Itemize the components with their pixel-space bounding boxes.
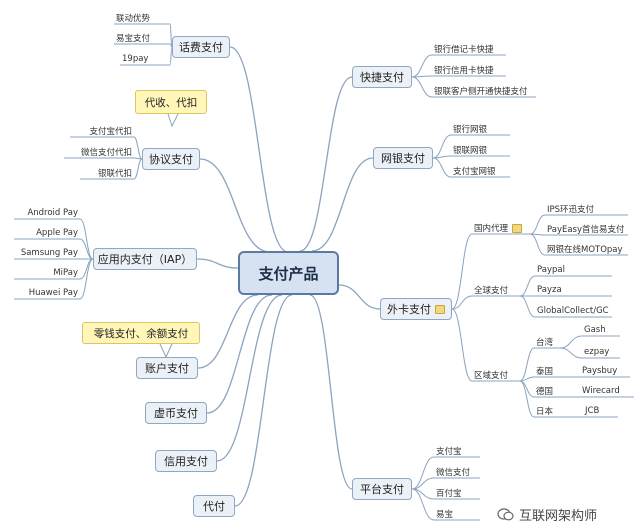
leaf-credit-quick: 银行信用卡快捷 <box>434 66 494 76</box>
note-icon <box>435 304 445 314</box>
topic-foreign[interactable]: 外卡支付 <box>380 298 452 320</box>
leaf-unionpay-quick: 银联客户侧开通快捷支付 <box>434 87 528 97</box>
topic-iap[interactable]: 应用内支付（IAP） <box>93 248 197 270</box>
connector-account <box>197 294 259 369</box>
topic-platform[interactable]: 平台支付 <box>352 478 412 500</box>
leaf-alipay-online: 支付宝网银 <box>453 167 496 177</box>
c <box>79 218 94 260</box>
topic-proxy[interactable]: 代付 <box>193 495 235 517</box>
c <box>79 238 94 260</box>
c <box>432 157 452 178</box>
region-thailand: 泰国 <box>536 367 554 377</box>
topic-account[interactable]: 账户支付 <box>136 357 198 379</box>
connector-foreign <box>338 284 381 310</box>
connector-agreement <box>199 158 271 253</box>
leaf-apple-pay: Apple Pay <box>36 227 78 238</box>
region-japan: 日本 <box>536 407 554 417</box>
leaf-wirecard: Wirecard <box>582 386 620 396</box>
leaf-samsung-pay: Samsung Pay <box>20 247 78 258</box>
topic-virtual[interactable]: 虚币支付 <box>145 402 207 424</box>
leaf-wechat: 微信支付 <box>436 468 471 478</box>
leaf-unionpay-online: 银联网银 <box>453 146 488 156</box>
c <box>529 214 546 235</box>
connector-virtual <box>206 294 273 414</box>
c <box>411 76 433 98</box>
leaf-baifubao: 百付宝 <box>436 489 462 499</box>
sub-domestic-label: 国内代理 <box>474 224 509 234</box>
c <box>432 134 452 159</box>
c <box>133 158 143 180</box>
connector-platform <box>309 294 353 490</box>
leaf-globalcollect: GlobalCollect/GC <box>537 306 609 316</box>
c <box>133 136 143 160</box>
leaf-bank-online: 银行网银 <box>453 125 488 135</box>
c <box>519 347 535 382</box>
leaf-android-pay: Android Pay <box>27 207 78 218</box>
c <box>411 477 435 490</box>
connector-quick <box>299 76 353 252</box>
c <box>411 488 435 521</box>
connector-iap <box>196 258 239 269</box>
c <box>451 233 473 310</box>
c <box>519 380 535 418</box>
leaf-unionpay-deduct: 银联代扣 <box>97 169 132 179</box>
root-node[interactable]: 支付产品 <box>238 251 339 295</box>
c <box>411 456 435 490</box>
watermark-text: 互联网架构师 <box>519 509 598 524</box>
leaf-19pay: 19pay <box>122 54 149 64</box>
callout-pointer <box>167 113 179 128</box>
leaf-wechat-deduct: 微信支付代扣 <box>80 148 132 158</box>
connector-phone-pay <box>229 46 289 253</box>
c <box>411 54 433 78</box>
leaf-payza: Payza <box>537 285 562 295</box>
sub-global: 全球支付 <box>474 286 509 296</box>
topic-agreement[interactable]: 协议支付 <box>142 148 200 170</box>
region-germany: 德国 <box>536 387 554 397</box>
sub-regional: 区域支付 <box>474 371 509 381</box>
leaf-yibao: 易宝支付 <box>116 34 151 44</box>
leaf-yibao-platform: 易宝 <box>436 510 454 520</box>
c <box>559 347 583 359</box>
callout-pointer <box>159 343 173 359</box>
leaf-liandong: 联动优势 <box>116 14 151 24</box>
leaf-alipay-deduct: 支付宝代扣 <box>89 127 132 137</box>
leaf-alipay: 支付宝 <box>436 447 462 457</box>
leaf-paypal: Paypal <box>537 265 565 275</box>
leaf-huawei-pay: Huawei Pay <box>28 287 78 298</box>
topic-netbank[interactable]: 网银支付 <box>373 147 433 169</box>
leaf-mipay: MiPay <box>53 267 78 278</box>
leaf-ezpay: ezpay <box>584 347 610 357</box>
watermark: 互联网架构师 <box>497 505 597 524</box>
c <box>529 233 546 256</box>
c <box>519 295 536 318</box>
sub-domestic: 国内代理 <box>472 222 532 234</box>
c <box>519 275 536 297</box>
leaf-gash: Gash <box>584 325 606 335</box>
region-taiwan: 台湾 <box>536 338 554 348</box>
leaf-payeasy: PayEasy首信易支付 <box>547 225 625 235</box>
c <box>79 258 94 300</box>
connector-netbank <box>311 157 374 252</box>
c <box>169 46 173 66</box>
leaf-ips: IPS环迅支付 <box>547 205 595 215</box>
c <box>451 295 473 310</box>
wechat-icon <box>497 508 514 521</box>
connector-credit <box>216 294 283 462</box>
callout-account: 零钱支付、余额支付 <box>82 322 200 344</box>
c <box>451 308 473 382</box>
note-icon <box>512 223 523 233</box>
leaf-debit-quick: 银行借记卡快捷 <box>434 45 494 55</box>
callout-agreement: 代收、代扣 <box>135 90 207 114</box>
leaf-jcb: JCB <box>585 406 600 416</box>
topic-quick[interactable]: 快捷支付 <box>352 66 412 88</box>
leaf-motopay: 网银在线MOTOpay <box>547 245 623 255</box>
c <box>559 335 583 349</box>
topic-phone-pay[interactable]: 话费支付 <box>172 36 230 58</box>
leaf-paysbuy: Paysbuy <box>582 366 618 376</box>
connector-proxy <box>234 294 293 507</box>
topic-credit[interactable]: 信用支付 <box>155 450 217 472</box>
topic-foreign-label: 外卡支付 <box>387 303 431 316</box>
